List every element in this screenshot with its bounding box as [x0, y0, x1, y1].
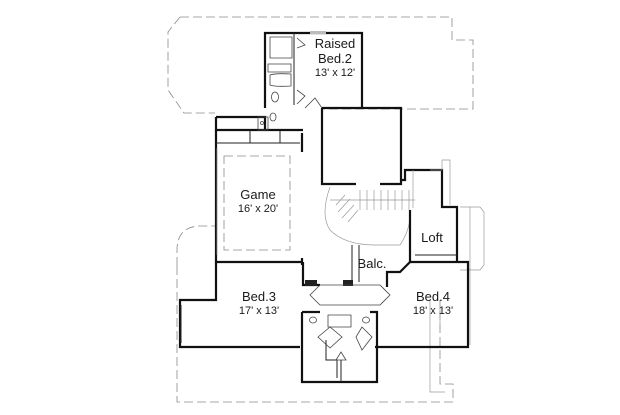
room-dimensions: 18' x 13' — [412, 304, 454, 317]
room-label-game: Game 16' x 20' — [225, 187, 291, 216]
room-label-balcony: Balc. — [348, 256, 396, 272]
roof-outline-bottom — [176, 225, 454, 403]
room-label-raised-bed2: Raised Bed.2 13' x 12' — [306, 36, 364, 80]
room-name: Game — [240, 187, 276, 202]
jack-and-jill-bath — [300, 284, 391, 384]
room-label-loft: Loft — [412, 230, 452, 246]
room-dimensions: 13' x 12' — [314, 66, 356, 79]
room-dimensions: 17' x 13' — [238, 304, 280, 317]
room-name: Balc. — [357, 256, 387, 271]
room-name-line1: Raised — [314, 36, 356, 51]
room-name: Loft — [421, 230, 443, 245]
room-name: Bed.4 — [416, 289, 450, 304]
room-label-bed4: Bed.4 18' x 13' — [400, 289, 466, 318]
room-name: Bed.3 — [242, 289, 276, 304]
raised-bed2-walls — [263, 31, 403, 180]
room-name-line2: Bed.2 — [318, 50, 352, 66]
stair-and-open-below — [320, 108, 459, 282]
bed4-walls — [375, 260, 471, 349]
room-dimensions: 16' x 20' — [237, 202, 279, 215]
loft-walls — [415, 206, 485, 271]
roof-outline-top — [167, 16, 474, 114]
room-label-bed3: Bed.3 17' x 13' — [227, 289, 291, 318]
bed3-walls — [178, 262, 353, 349]
